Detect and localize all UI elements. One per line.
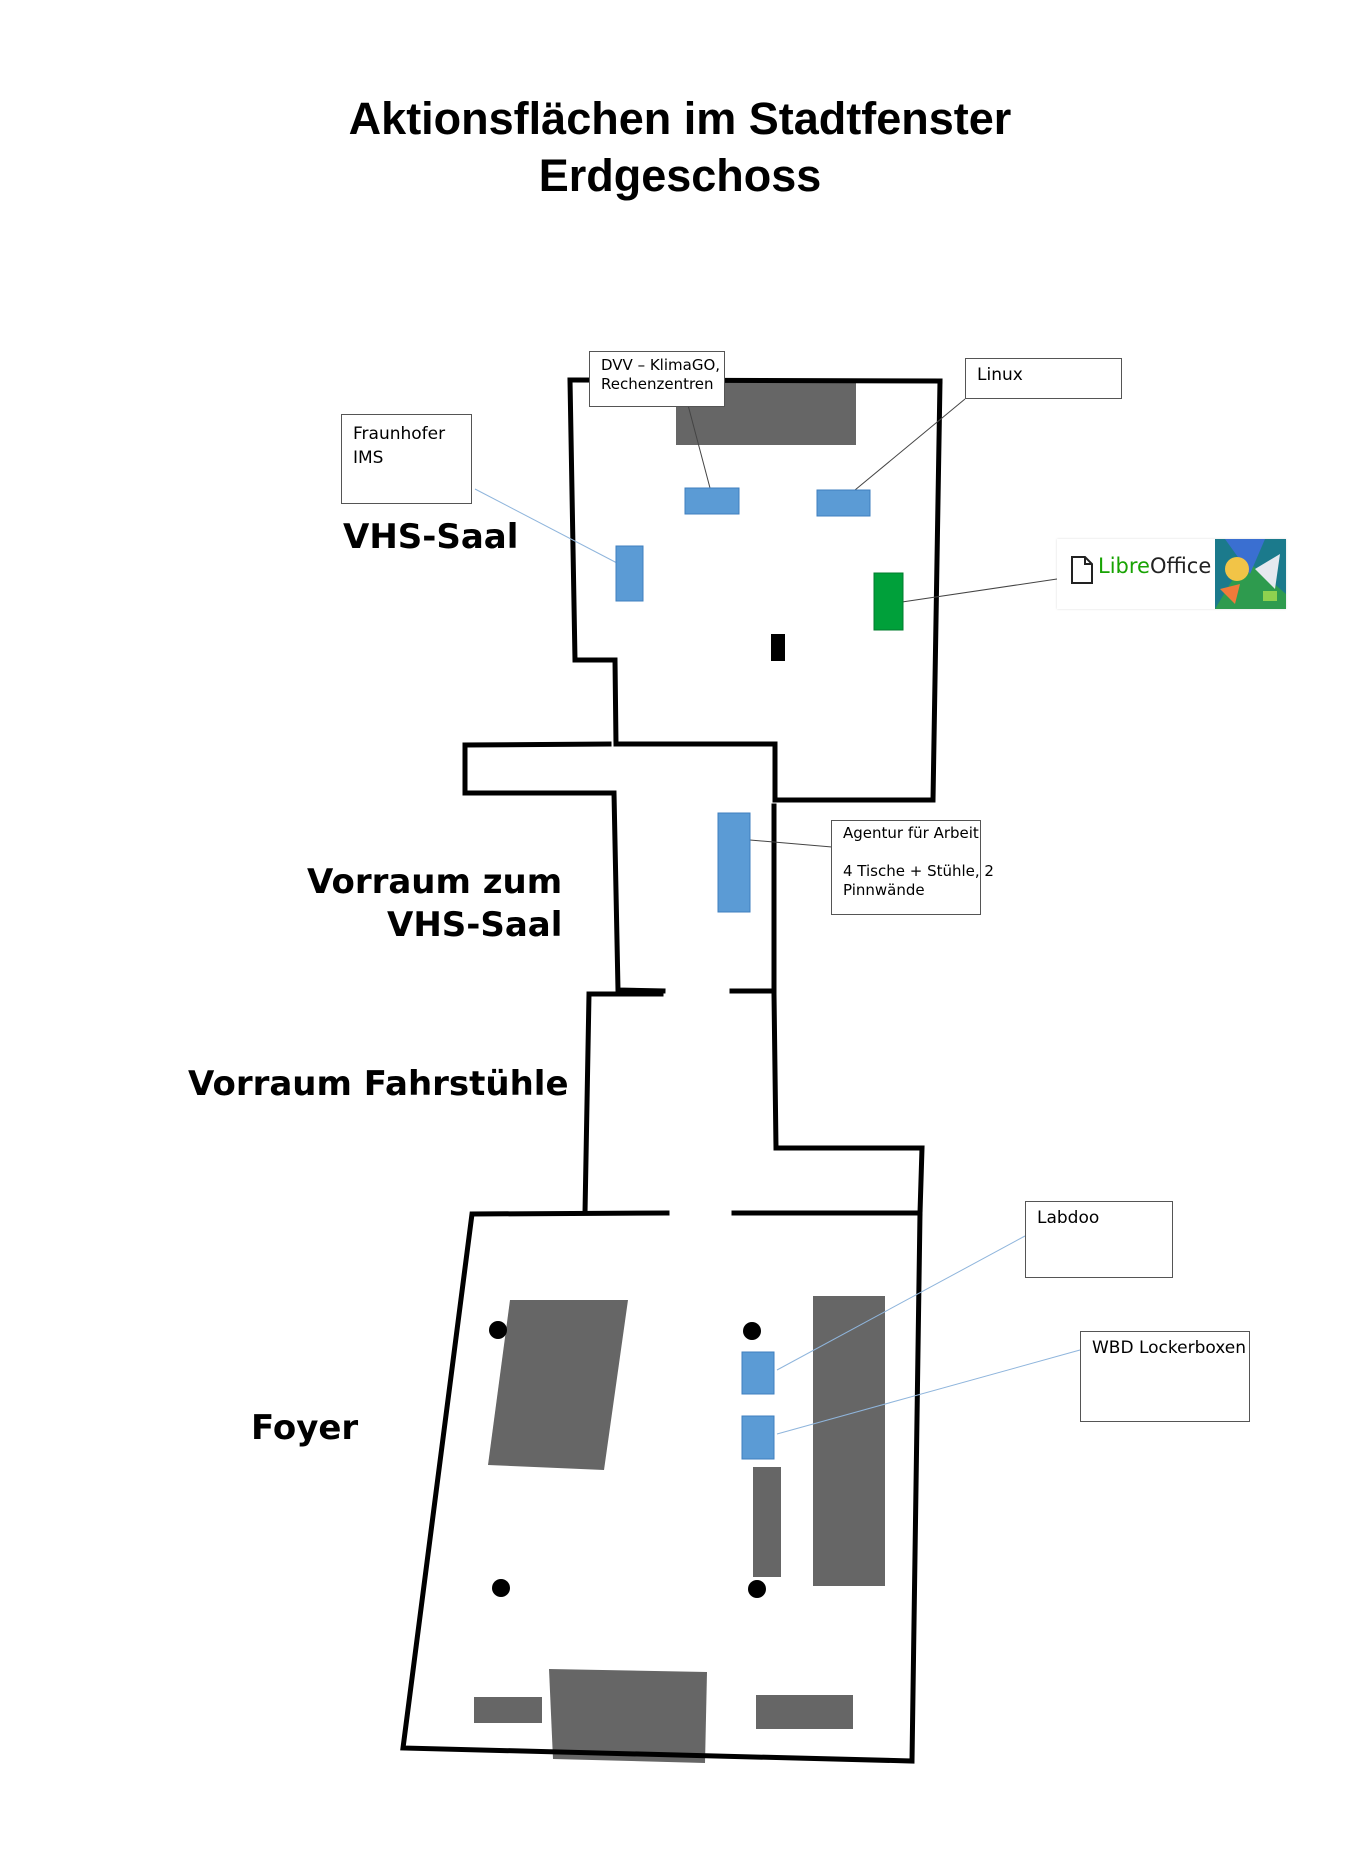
room-label-vorraum-fahrstuehle: Vorraum Fahrstühle	[188, 1064, 569, 1104]
dvv-leader-line	[687, 404, 711, 489]
foyer-large-furniture	[488, 1300, 628, 1470]
callout-fraunhofer-line1: Fraunhofer	[353, 424, 446, 444]
column-dot	[743, 1322, 761, 1340]
foyer-shelf	[753, 1467, 781, 1577]
callout-dvv-line2: Rechenzentren	[601, 375, 714, 393]
logo-text-office: Office	[1149, 554, 1212, 578]
callout-dvv[interactable]: DVV – KlimaGO, Rechenzentren	[589, 351, 725, 407]
foyer-bench-left	[474, 1697, 542, 1723]
wbd-action-area[interactable]	[741, 1415, 775, 1460]
foyer-counter	[813, 1296, 885, 1586]
foyer-wall-outline	[400, 1210, 923, 1764]
vhs-saal-pillar	[771, 634, 785, 661]
foyer-entrance-block	[549, 1669, 707, 1763]
logo-text-libre: Libre	[1098, 554, 1150, 578]
callout-wbd-line1: WBD Lockerboxen	[1092, 1338, 1247, 1358]
room-label-foyer: Foyer	[251, 1408, 359, 1448]
column-dot	[489, 1321, 507, 1339]
libreoffice-leader-line	[901, 578, 1058, 603]
fahrstuehle-wall-left	[582, 991, 664, 1216]
agentur-action-area[interactable]	[717, 812, 751, 913]
map-title-line2: Erdgeschoss	[538, 150, 822, 201]
callout-wbd[interactable]: WBD Lockerboxen	[1080, 1331, 1250, 1422]
callout-agentur-line2	[843, 843, 969, 862]
fraunhofer-leader-line	[474, 488, 618, 564]
callout-labdoo-line1: Labdoo	[1037, 1208, 1100, 1228]
callout-linux-line1: Linux	[977, 365, 1023, 385]
room-label-vorraum-vhs-line1: Vorraum zum	[307, 862, 563, 902]
callout-fraunhofer[interactable]: Fraunhofer IMS	[341, 414, 472, 504]
callout-agentur-line1: Agentur für Arbeit	[843, 824, 979, 842]
fahrstuehle-wall-right	[731, 991, 925, 1216]
callout-dvv-line1: DVV – KlimaGO,	[601, 356, 721, 374]
vorraum-vhs-wall-right	[729, 803, 777, 994]
callout-agentur-line4: Pinnwände	[843, 881, 925, 899]
libreoffice-action-area[interactable]	[873, 572, 904, 631]
labdoo-action-area[interactable]	[741, 1351, 775, 1395]
linux-action-area[interactable]	[816, 489, 871, 517]
dvv-action-area[interactable]	[684, 487, 740, 515]
labdoo-leader-line	[776, 1235, 1026, 1371]
linux-leader-line	[854, 398, 966, 491]
wbd-leader-line	[776, 1349, 1081, 1435]
map-title-line1: Aktionsflächen im Stadtfenster	[348, 93, 1012, 144]
room-label-vorraum-vhs-line2: VHS-Saal	[387, 905, 563, 945]
libreoffice-logo: LibreOffice	[1057, 539, 1286, 609]
foyer-bench-right	[756, 1695, 853, 1729]
document-icon	[1071, 556, 1093, 584]
callout-agentur-line3: 4 Tische + Stühle, 2	[843, 862, 994, 880]
column-dot	[748, 1580, 766, 1598]
fraunhofer-action-area[interactable]	[615, 545, 644, 602]
callout-fraunhofer-line2: IMS	[353, 448, 384, 468]
callout-agentur[interactable]: Agentur für Arbeit 4 Tische + Stühle, 2 …	[831, 820, 994, 915]
callout-labdoo[interactable]: Labdoo	[1025, 1201, 1173, 1278]
libreoffice-artwork	[1215, 539, 1286, 609]
room-label-vhs-saal: VHS-Saal	[343, 517, 519, 557]
agentur-leader-line	[749, 839, 833, 848]
callout-linux[interactable]: Linux	[965, 358, 1122, 399]
vhs-saal-wall-outline	[567, 377, 943, 803]
vorraum-vhs-wall-left	[462, 741, 666, 994]
column-dot	[492, 1579, 510, 1597]
